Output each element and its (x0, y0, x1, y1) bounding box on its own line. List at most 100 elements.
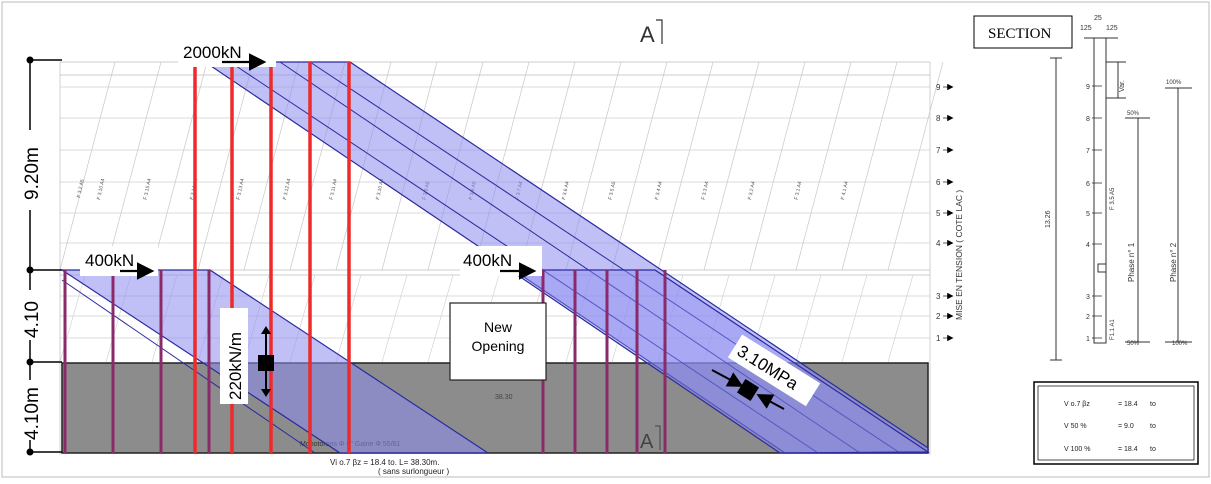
section-level-number: 5 (1086, 211, 1090, 218)
values-table-row-value: = 18.4 (1118, 446, 1138, 453)
line-load-symbol (258, 326, 274, 397)
cable-tag: F 4.1 A4 (840, 181, 850, 201)
cable-profile (749, 61, 806, 271)
stage-number: 2 (936, 312, 941, 321)
values-table-row-label: V o.7 βz (1064, 401, 1090, 408)
stage-number: 8 (936, 114, 941, 123)
phase-1-top-pct: 50% (1127, 111, 1140, 117)
cable-tag: F 3.3 A4 (701, 181, 711, 201)
section-cable-label: F 3.5 A5 (1110, 187, 1116, 210)
height-label-mid: 4.10 (22, 301, 43, 338)
section-title: SECTION (988, 26, 1052, 42)
height-label-bottom: 4.10m (22, 387, 43, 440)
cable-profile (703, 61, 760, 271)
cable-tag: F 3.2 A5 (76, 179, 86, 199)
section-marker-bottom-bracket (655, 425, 661, 450)
section-level-number: 2 (1086, 314, 1090, 321)
stage-number: 6 (936, 178, 941, 187)
section-var-label: Var. (1119, 80, 1126, 92)
cable-profile (887, 274, 914, 363)
cable-profile (427, 274, 454, 363)
section-level-number: 3 (1086, 294, 1090, 301)
force-right-label: 400kN (463, 251, 512, 270)
phase-1-bottom-pct: 50% (1127, 341, 1140, 347)
section-level-number: 8 (1086, 116, 1090, 123)
phase-2-top-pct: 100% (1166, 80, 1182, 86)
stage-number: 7 (936, 146, 941, 155)
cable-tag: F 3.2 A4 (747, 181, 757, 201)
section-cable-label-low: F1.1 A1 (1110, 319, 1116, 340)
purple-tendons (63, 270, 667, 453)
height-label-top: 9.20m (22, 147, 43, 200)
stress-label-box (727, 334, 821, 407)
footer-line-1: Vi o.7 βz = 18.4 to. L= 38.30m. (330, 458, 439, 467)
section-level-number: 4 (1086, 242, 1090, 249)
cable-profile (841, 61, 898, 271)
cable-profile (197, 61, 254, 271)
values-table-row: V 100 % = 18.4 to (1064, 446, 1156, 453)
values-table-row-label: V 50 % (1064, 423, 1087, 430)
stage-number: 3 (936, 292, 941, 301)
cable-tag: F 3.11 A4 (329, 178, 339, 200)
section-drawing (1050, 37, 1192, 361)
phase-1-label: Phase n° 1 (1127, 242, 1136, 282)
line-load-label: 220kN/m (226, 332, 245, 400)
section-level-number: 6 (1086, 181, 1090, 188)
dimension-label: 38.30 (495, 394, 513, 401)
stage-number: 1 (936, 334, 941, 343)
section-level-number: 7 (1086, 148, 1090, 155)
values-table-row-unit: to (1150, 401, 1156, 408)
section-marker-bracket (656, 19, 663, 44)
values-table-row-label: V 100 % (1064, 446, 1090, 453)
cable-tag: F 3.6 A4 (561, 181, 571, 201)
section-dim-top: 25 (1094, 15, 1102, 22)
cable-profile (657, 61, 714, 271)
values-table-frame (1033, 381, 1199, 465)
section-marker: A (640, 22, 655, 47)
cable-profile (841, 274, 868, 363)
cable-tag: F 3.5 A5 (608, 181, 618, 201)
band-top-line-2 (279, 61, 861, 454)
cable-tag: F 3.13 A4 (236, 178, 246, 200)
cable-profile (795, 61, 852, 271)
values-table-row: V 50 % = 9.0 to (1064, 423, 1156, 430)
stage-number: 9 (936, 83, 941, 92)
values-table-row: V o.7 βz = 18.4 to (1064, 401, 1156, 408)
new-opening-label-wrap: New Opening (471, 319, 525, 354)
stage-number: 4 (936, 239, 941, 248)
cable-tag: F 3.15 A4 (143, 178, 153, 200)
section-dim-left: 125 (1080, 25, 1092, 32)
cable-tag: F 3.1 A4 (794, 181, 804, 201)
force-left-label: 400kN (85, 251, 134, 270)
phase-2-label: Phase n° 2 (1169, 242, 1178, 282)
section-dim-right: 125 (1106, 25, 1118, 32)
values-table-row-unit: to (1150, 423, 1156, 430)
new-opening-label: New Opening (471, 319, 525, 354)
tension-label: MISE EN TENSION ( COTE LAC ) (954, 190, 964, 320)
cable-tag: F 3.4 A4 (654, 181, 664, 201)
cable-tag: F 3.10 A4 (96, 178, 106, 200)
cable-profile (59, 61, 116, 271)
band-left-line-1 (61, 279, 316, 454)
cable-profile (887, 61, 944, 271)
cable-profile (105, 61, 162, 271)
cable-tag: F 3.12 A4 (282, 178, 292, 200)
cable-profile (795, 274, 822, 363)
values-table-row-value: = 9.0 (1118, 423, 1134, 430)
phase-2-bottom-pct: 100% (1172, 341, 1188, 347)
section-height-label: 13.26 (1045, 210, 1052, 228)
values-table-row-unit: to (1150, 446, 1156, 453)
section-level-number: 1 (1086, 336, 1090, 343)
cable-profile (151, 61, 208, 271)
elevation-dimension (14, 56, 62, 456)
new-opening-box (449, 302, 547, 381)
stress-symbol (711, 369, 785, 410)
force-top-label: 2000kN (183, 43, 242, 62)
section-marker-bottom: A (640, 431, 654, 453)
cable-profile (381, 274, 408, 363)
